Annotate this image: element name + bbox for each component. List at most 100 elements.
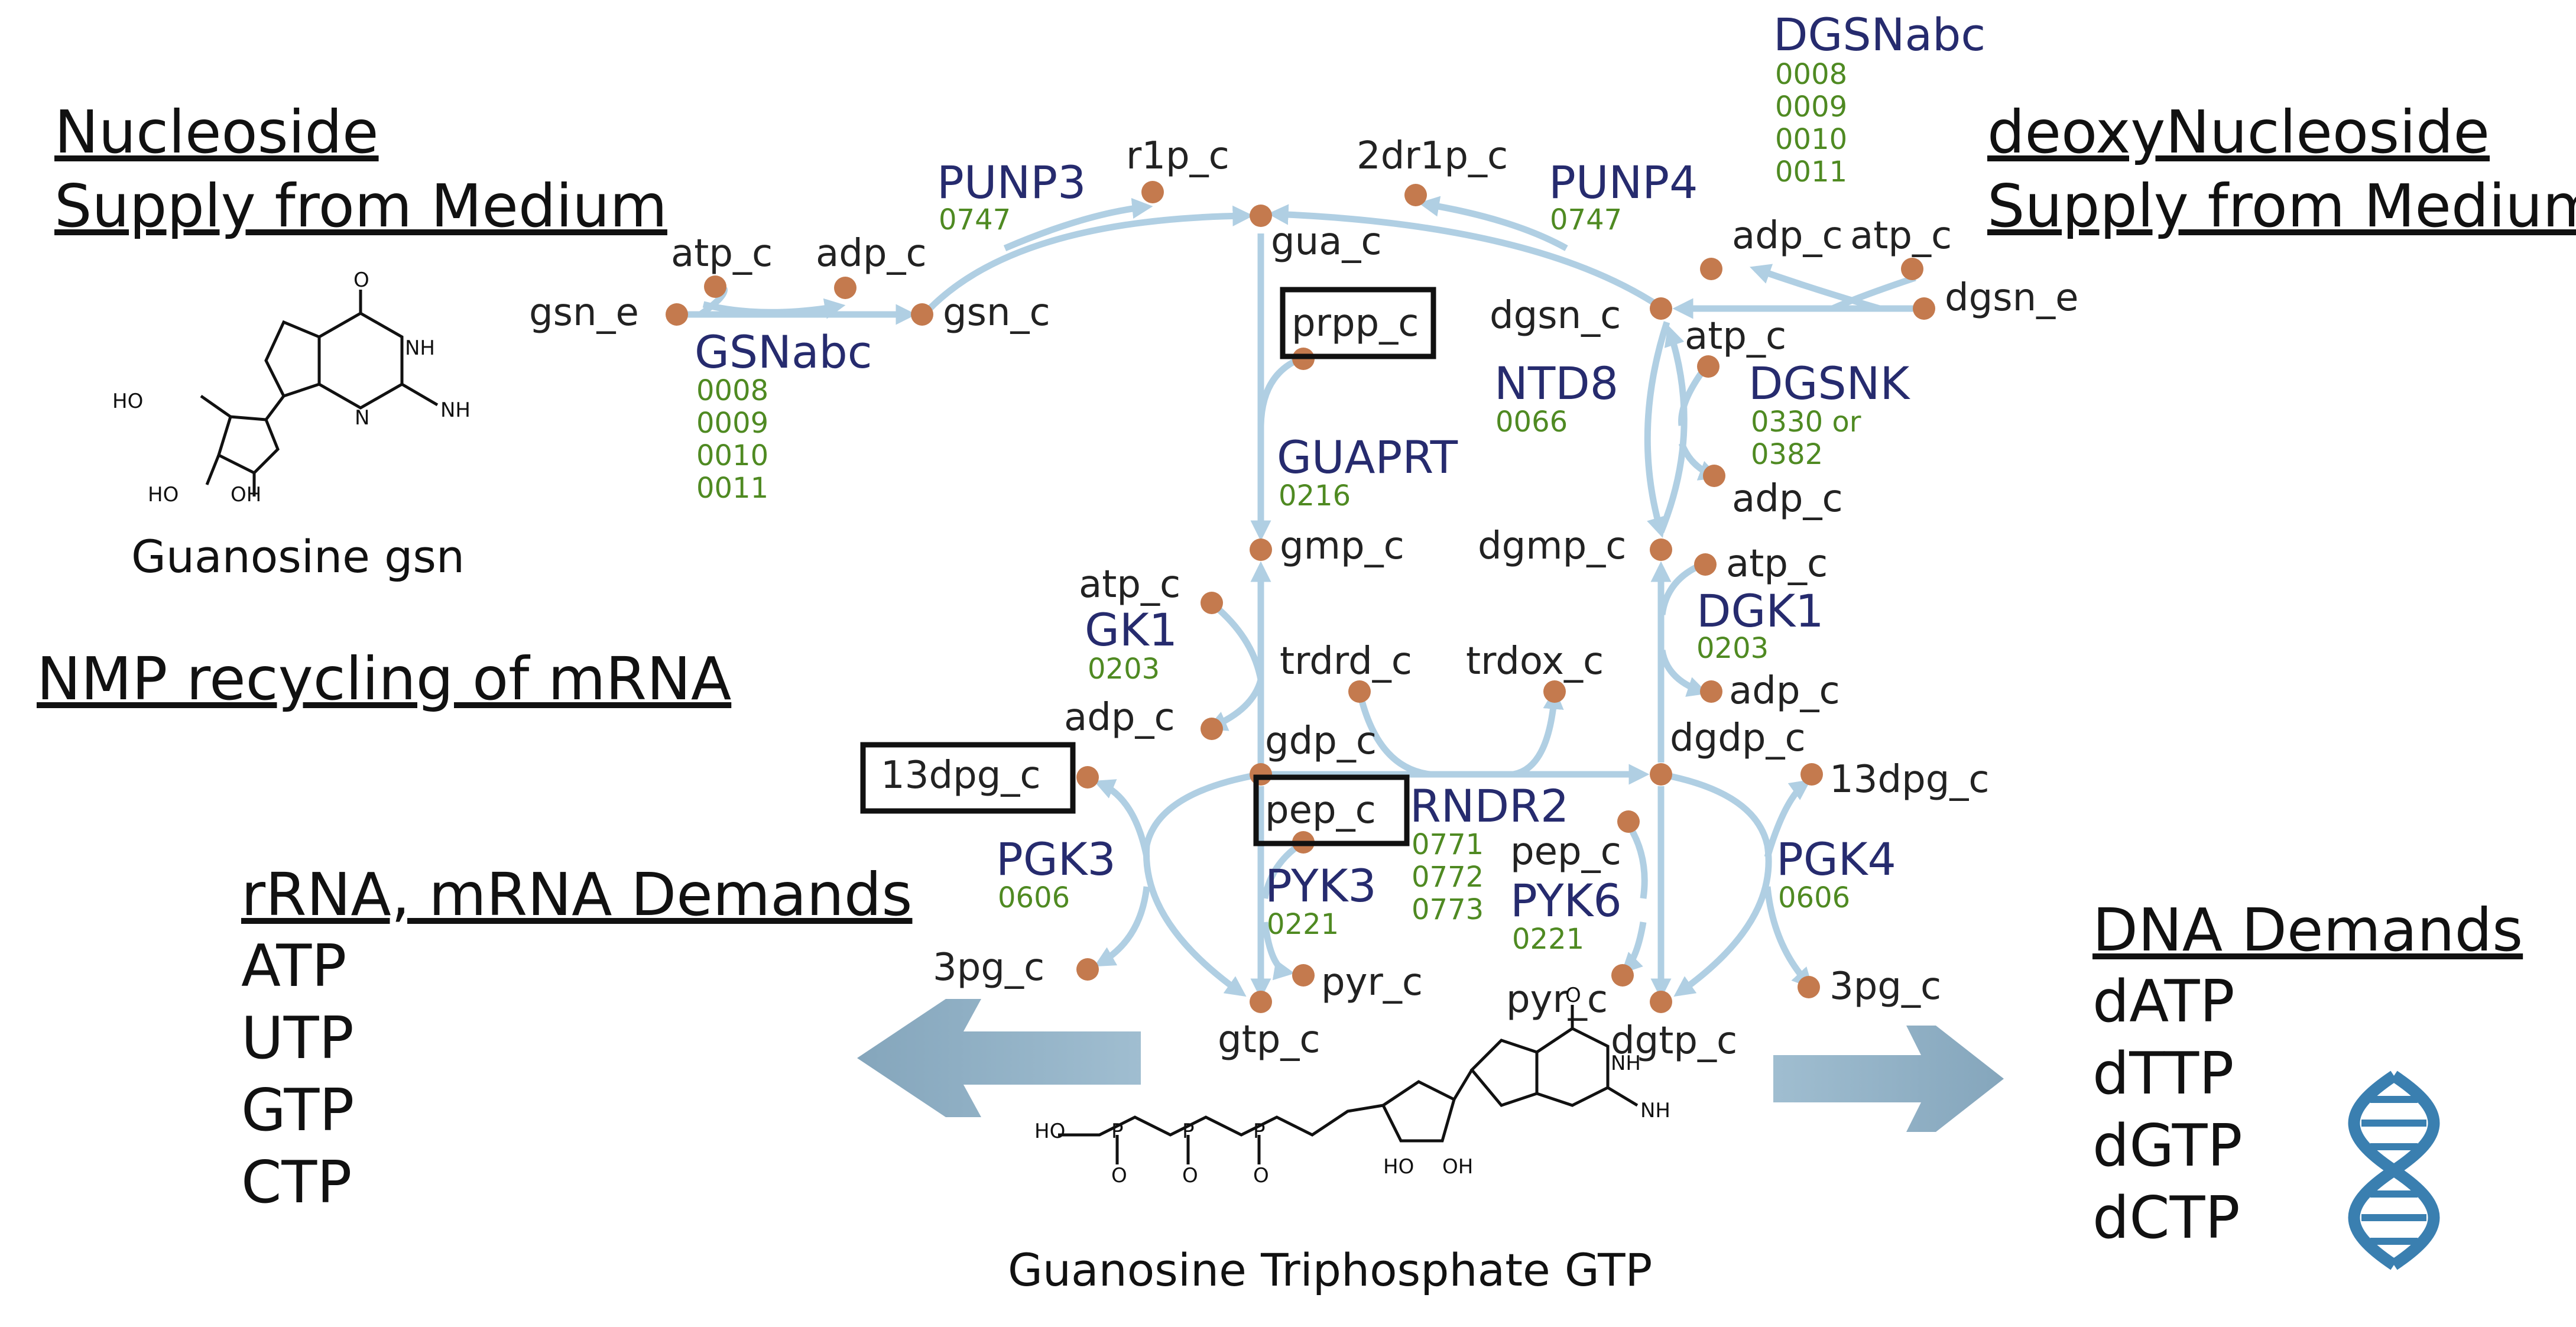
reaction-pyk3: PYK3 0221 [1265, 859, 1377, 941]
metabolite-13dpg-c-right: 13dpg_c [1829, 758, 1990, 802]
metabolite-pyr-c-2: pyr_c [1506, 978, 1608, 1021]
gene-id: 0009 [696, 407, 768, 440]
reaction-name: PUNP4 [1549, 156, 1698, 209]
gene-id: 0216 [1279, 479, 1351, 512]
metabolite-adp-c-5: adp_c [1729, 669, 1840, 713]
chem-label: O [1182, 1164, 1198, 1188]
metabolite-prpp-c: prpp_c [1292, 301, 1419, 345]
chem-label: NH [440, 398, 471, 422]
reaction-punp3: PUNP3 0747 [937, 156, 1086, 236]
reaction-rndr2: RNDR2 0771 0772 0773 [1410, 780, 1569, 926]
gene-id: 0771 [1412, 828, 1484, 861]
gtp-structure: HO P P P O O O O NH NH HO OH [1034, 984, 1670, 1188]
left-demand-arrow [857, 999, 1141, 1117]
gene-id: 0772 [1412, 861, 1484, 894]
metabolite-r1p-c: r1p_c [1126, 134, 1229, 178]
metabolite-atp-c-4: atp_c [1685, 314, 1786, 358]
reaction-name: PGK4 [1776, 833, 1896, 885]
metabolite-adp-c: adp_c [816, 232, 927, 275]
metabolite-nodes [666, 181, 1935, 1013]
reaction-pyk6: PYK6 0221 [1510, 874, 1622, 956]
gene-id: 0203 [1696, 632, 1769, 665]
gene-id: 0606 [998, 881, 1070, 914]
chem-label: P [1182, 1120, 1195, 1143]
dna-helix-icon [2348, 1070, 2440, 1270]
guanosine-caption: Guanosine gsn [131, 530, 465, 583]
reaction-dgsnk: DGSNK 0330 or 0382 [1748, 357, 1911, 471]
reaction-name: GUAPRT [1277, 431, 1458, 484]
metabolite-dgmp-c: dgmp_c [1478, 524, 1626, 568]
reaction-name: NTD8 [1494, 357, 1618, 410]
metabolite-dgsn-e: dgsn_e [1945, 276, 2079, 320]
reaction-gk1: GK1 0203 [1085, 604, 1177, 686]
gene-id: 0010 [1775, 123, 1847, 156]
rrna-demands-title: rRNA, mRNA Demands [241, 860, 912, 929]
guanosine-structure: O NH N NH HO HO OH [112, 268, 471, 507]
chem-label: OH [231, 483, 261, 507]
gtp-caption: Guanosine Triphosphate GTP [1008, 1244, 1652, 1296]
chem-label: NH [405, 336, 435, 360]
metabolite-gdp-c: gdp_c [1265, 719, 1377, 763]
gene-id: 0008 [1775, 58, 1847, 91]
pep-highlight-box [1253, 774, 1410, 846]
chem-label: O [1253, 1164, 1269, 1188]
chem-label: NH [1640, 1099, 1670, 1122]
rrna-demands: rRNA, mRNA Demands ATP UTP GTP CTP [241, 860, 912, 1216]
deoxynucleoside-supply-heading: deoxyNucleoside [1987, 98, 2490, 167]
chem-label: HO [112, 390, 143, 413]
metabolite-13dpg-c-left: 13dpg_c [881, 754, 1041, 797]
metabolite-gsn-e: gsn_e [529, 291, 639, 335]
metabolite-atp-c-5: atp_c [1726, 542, 1828, 586]
metabolite-dgtp-c: dgtp_c [1611, 1019, 1737, 1063]
gene-id: 0008 [696, 374, 768, 407]
metabolite-3pg-c-left: 3pg_c [933, 946, 1044, 989]
metabolite-trdox-c: trdox_c [1466, 640, 1604, 683]
chem-label: HO [1034, 1120, 1065, 1143]
gene-id: 0009 [1775, 90, 1847, 124]
reaction-gsnabc: GSNabc 0008 0009 0010 0011 [695, 326, 872, 505]
gene-id: 0066 [1495, 405, 1568, 439]
dna-demands: DNA Demands dATP dTTP dGTP dCTP [2092, 896, 2523, 1252]
reaction-name: DGK1 [1696, 585, 1824, 637]
gene-id: 0747 [939, 203, 1011, 236]
reaction-name: DGSNabc [1773, 8, 1985, 61]
prpp-highlight-box [1280, 287, 1436, 359]
chem-label: P [1253, 1120, 1266, 1143]
nucleoside-supply-heading: Nucleoside [54, 98, 379, 167]
metabolite-adp-c-2: adp_c [1064, 696, 1175, 739]
gene-id: 0203 [1088, 653, 1160, 686]
metabolite-gua-c: gua_c [1271, 220, 1382, 264]
demand-item: ATP [241, 933, 346, 1000]
right-demand-arrow [1773, 1026, 2004, 1132]
demand-item: dATP [2092, 968, 2235, 1036]
metabolite-dgdp-c: dgdp_c [1670, 716, 1806, 760]
gene-id: 0221 [1267, 908, 1339, 941]
reaction-name: PGK3 [996, 833, 1116, 885]
gene-id: 0606 [1778, 881, 1850, 914]
reaction-labels: GSNabc 0008 0009 0010 0011 PUNP3 0747 PU… [695, 8, 1985, 956]
metabolite-pyr-c: pyr_c [1321, 961, 1423, 1004]
metabolite-gmp-c: gmp_c [1280, 524, 1404, 568]
demand-item: dTTP [2092, 1040, 2234, 1108]
reaction-name: PUNP3 [937, 156, 1086, 209]
gene-id: 0011 [696, 472, 768, 505]
metabolite-gsn-c: gsn_c [943, 291, 1050, 335]
dna-demands-title: DNA Demands [2092, 896, 2523, 965]
chem-label: P [1111, 1120, 1124, 1143]
gene-id: 0773 [1412, 893, 1484, 926]
reaction-punp4: PUNP4 0747 [1549, 156, 1698, 236]
nucleoside-supply-heading-line2: Supply from Medium [54, 171, 667, 241]
reaction-guaprt: GUAPRT 0216 [1277, 431, 1458, 512]
demand-item: dGTP [2092, 1112, 2243, 1180]
metabolite-trdrd-c: trdrd_c [1280, 640, 1412, 683]
metabolite-pep-c-2: pep_c [1510, 830, 1621, 874]
chem-label: O [1565, 984, 1581, 1007]
chem-label: N [355, 406, 369, 430]
chem-label: OH [1442, 1155, 1473, 1179]
metabolite-3pg-c-right: 3pg_c [1829, 965, 1941, 1008]
chem-label: HO [148, 483, 179, 507]
gene-id: 0010 [696, 439, 768, 472]
nmp-recycling-heading: NMP recycling of mRNA [37, 644, 731, 713]
gene-id: 0011 [1775, 155, 1847, 189]
